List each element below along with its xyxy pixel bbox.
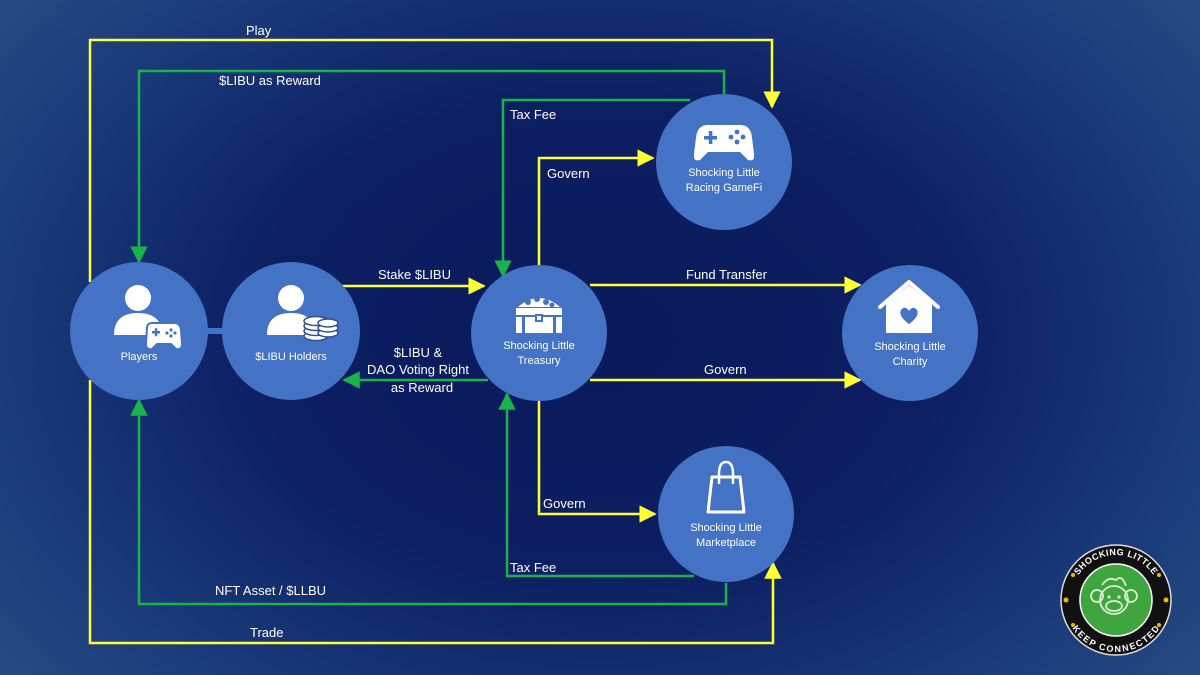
house-heart-icon bbox=[878, 280, 940, 333]
edge-label-dao-line1: $LIBU & bbox=[394, 345, 443, 360]
edge-label-stake: Stake $LIBU bbox=[378, 267, 451, 282]
node-charity-label-line2: Charity bbox=[893, 356, 928, 368]
edge-play bbox=[88, 38, 781, 282]
edge-tax-fee-market bbox=[498, 392, 694, 578]
shopping-bag-icon bbox=[706, 460, 746, 514]
node-gamefi-label-line1: Shocking Little bbox=[688, 167, 760, 179]
edge-libu-reward bbox=[130, 69, 726, 264]
node-treasury-label-line2: Treasury bbox=[518, 355, 561, 367]
treasure-chest-icon bbox=[516, 296, 562, 333]
gamepad-icon bbox=[693, 124, 755, 161]
node-gamefi: Shocking Little Racing GameFi bbox=[656, 94, 792, 230]
holder-with-coins-icon bbox=[267, 285, 339, 342]
monkey-eyes-icon bbox=[1107, 595, 1121, 599]
edge-label-trade: Trade bbox=[250, 625, 283, 640]
player-with-gamepad-icon bbox=[114, 285, 184, 351]
edge-label-play: Play bbox=[246, 23, 272, 38]
edge-label-govern-market: Govern bbox=[543, 496, 586, 511]
node-gamefi-label-line2: Racing GameFi bbox=[686, 182, 762, 194]
shocking-little-badge: SHOCKING LITTLE KEEP CONNECTED bbox=[1060, 544, 1172, 656]
node-holders: $LIBU Holders bbox=[222, 262, 360, 400]
edge-govern-game bbox=[537, 149, 655, 267]
edge-label-dao-line2: DAO Voting Right bbox=[367, 362, 469, 377]
node-treasury-label-line1: Shocking Little bbox=[503, 340, 575, 352]
node-marketplace-label-line1: Shocking Little bbox=[690, 522, 762, 534]
edge-tax-fee-game bbox=[494, 98, 690, 278]
edge-label-nft-asset: NFT Asset / $LLBU bbox=[215, 583, 326, 598]
edge-label-govern-charity: Govern bbox=[704, 362, 747, 377]
edge-label-dao-line3: as Reward bbox=[391, 380, 453, 395]
node-players-label: Players bbox=[121, 351, 158, 363]
edge-nft-asset bbox=[130, 398, 728, 606]
node-charity: Shocking Little Charity bbox=[842, 265, 978, 401]
node-holders-label: $LIBU Holders bbox=[255, 351, 327, 363]
edge-label-tax-fee-game: Tax Fee bbox=[510, 107, 556, 122]
node-charity-label-line1: Shocking Little bbox=[874, 341, 946, 353]
monkey-logo-icon bbox=[1090, 577, 1138, 615]
edge-label-govern-game: Govern bbox=[547, 166, 590, 181]
edge-label-libu-reward: $LIBU as Reward bbox=[219, 73, 321, 88]
badge-star-icons bbox=[1063, 573, 1169, 627]
node-marketplace: Shocking Little Marketplace bbox=[658, 446, 794, 582]
node-players: Players bbox=[70, 262, 208, 400]
edge-label-fund-transfer: Fund Transfer bbox=[686, 267, 768, 282]
node-marketplace-label-line2: Marketplace bbox=[696, 537, 756, 549]
node-treasury: Shocking Little Treasury bbox=[471, 265, 607, 401]
edge-trade bbox=[88, 380, 782, 645]
edge-label-tax-fee-market: Tax Fee bbox=[510, 560, 556, 575]
edge-govern-market bbox=[537, 400, 657, 523]
